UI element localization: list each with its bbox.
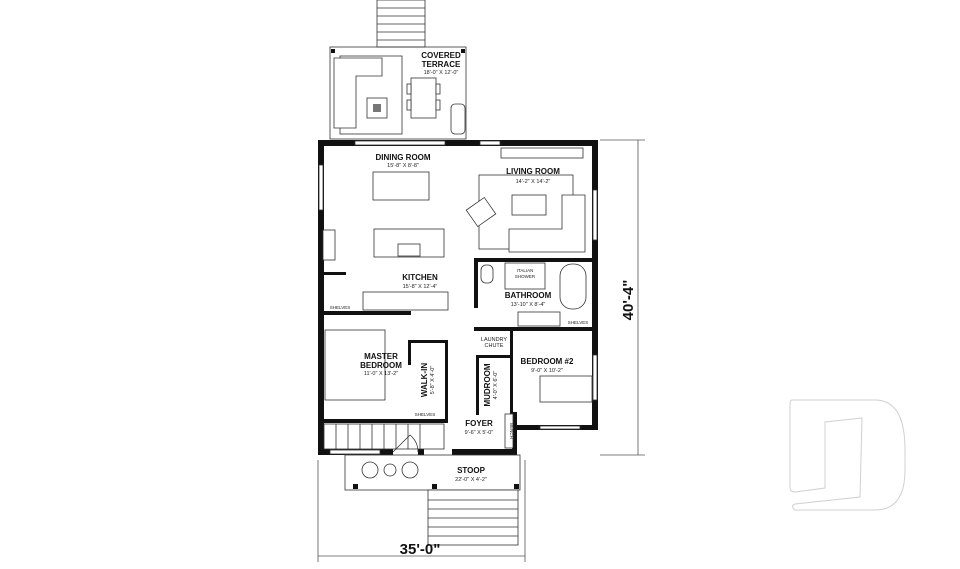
front-door-swing <box>392 434 419 453</box>
mudroom-label: MUDROOM <box>483 363 492 406</box>
bench <box>504 413 514 449</box>
dining-table <box>372 171 430 201</box>
windows <box>318 140 598 455</box>
kitchen-sink <box>322 229 336 261</box>
lounge-chair <box>450 103 466 135</box>
foyer-label: FOYER <box>465 419 493 428</box>
bench-label: BENCH <box>509 423 514 439</box>
laundry-chute-label-1: LAUNDRY <box>481 337 508 343</box>
foyer-size: 9'-6" X 5'-0" <box>465 430 494 436</box>
logo-watermark <box>789 399 906 511</box>
living-room-label: LIVING ROOM <box>506 167 560 176</box>
overall-depth-label: 40'-4" <box>620 280 637 321</box>
furniture <box>322 147 593 453</box>
armchair <box>465 196 497 228</box>
bedroom-2-size: 9'-0" X 10'-2" <box>531 368 563 374</box>
terrace-label-2: TERRACE <box>422 60 461 69</box>
bathroom-size: 13'-10" X 8'-4" <box>511 302 546 308</box>
walk-in-shelves-label: SHELVES <box>415 412 435 417</box>
dimension-lines <box>317 139 645 562</box>
shower-label-1: ITALIAN <box>517 268 534 273</box>
laundry-chute-label-2: CHUTE <box>485 343 504 349</box>
terrace-label-1: COVERED <box>421 51 461 60</box>
walls <box>318 140 598 455</box>
covered-terrace <box>329 46 467 140</box>
master-bed <box>324 329 386 401</box>
terrace-stairs <box>376 0 426 48</box>
master-bedroom-label-1: MASTER <box>364 352 398 361</box>
stoop <box>344 454 521 546</box>
bedroom-2-bed <box>539 375 593 403</box>
walk-in-size: 5'-8" X 4'-0" <box>430 366 436 395</box>
kitchen-counter <box>362 291 449 311</box>
tv-console <box>500 147 584 159</box>
kitchen-label: KITCHEN <box>402 273 438 282</box>
walk-in-label: WALK-IN <box>420 363 429 397</box>
living-room-size: 14'-2" X 14'-2" <box>516 179 551 185</box>
stoop-label: STOOP <box>457 466 486 475</box>
bedroom-2-label: BEDROOM #2 <box>521 357 574 366</box>
overall-width-label: 35'-0" <box>400 541 441 558</box>
stoop-size: 22'-0" X 4'-2" <box>455 477 487 483</box>
toilet <box>480 264 494 284</box>
bathroom-shelves-label: SHELVES <box>568 320 588 325</box>
outdoor-sectional <box>333 57 383 129</box>
terrace-size: 18'-0" X 12'-0" <box>424 70 459 76</box>
cooktop <box>397 243 421 257</box>
vanity <box>517 311 561 327</box>
stoop-stairs <box>427 489 519 546</box>
master-bedroom-label-2: BEDROOM <box>360 361 402 370</box>
outdoor-table <box>410 77 437 119</box>
kitchen-size: 15'-8" X 12'-4" <box>403 284 438 290</box>
kitchen-island <box>373 228 445 258</box>
bathtub <box>559 263 587 310</box>
stairs <box>323 423 445 450</box>
dining-room-size: 15'-8" X 8'-8" <box>387 163 419 169</box>
shower-label-2: SHOWER <box>515 274 536 279</box>
master-bedroom-size: 11'-0" X 13'-2" <box>364 371 398 377</box>
mudroom-size: 4'-0" X 6'-0" <box>493 371 499 400</box>
italian-shower <box>504 262 546 290</box>
kitchen-shelves-label: SHELVES <box>330 305 350 310</box>
bathroom-label: BATHROOM <box>505 291 552 300</box>
dining-room-label: DINING ROOM <box>375 153 430 162</box>
sofa-sectional <box>508 194 586 253</box>
coffee-table <box>511 194 547 216</box>
